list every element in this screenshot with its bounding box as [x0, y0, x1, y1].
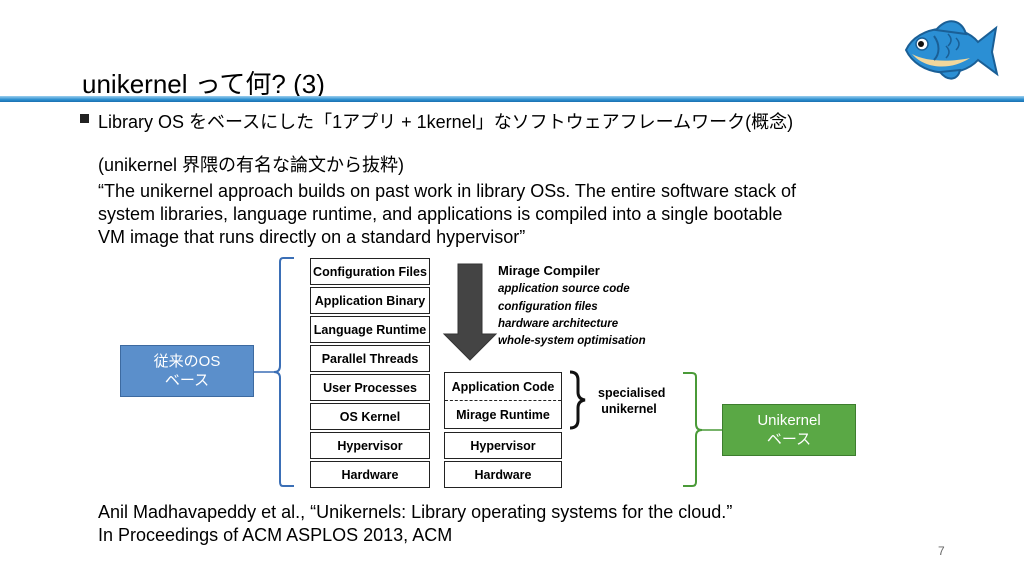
uni-layer-hardware: Hardware — [444, 461, 562, 488]
unikernel-app-block: Application Code Mirage Runtime — [444, 372, 562, 429]
traditional-os-callout-line-2: ベース — [164, 372, 210, 389]
trad-layer-hypervisor: Hypervisor — [310, 432, 430, 459]
trad-layer-application-binary: Application Binary — [310, 287, 430, 314]
title-divider — [0, 96, 1024, 102]
trad-layer-language-runtime: Language Runtime — [310, 316, 430, 343]
specialised-label-line-1: specialised — [598, 386, 666, 400]
traditional-os-callout: 従来のOS ベース — [120, 345, 254, 397]
quote-line-3: VM image that runs directly on a standar… — [98, 227, 526, 247]
fish-icon — [904, 20, 999, 80]
trad-layer-configuration-files: Configuration Files — [310, 258, 430, 285]
citation-line-1: Anil Madhavapeddy et al., “Unikernels: L… — [98, 502, 733, 522]
unikernel-callout-line-2: ベース — [766, 431, 812, 448]
traditional-os-callout-line-1: 従来のOS — [153, 353, 221, 370]
compiler-item-source-code: application source code — [498, 283, 630, 295]
unikernel-stack-bracket — [683, 372, 703, 487]
citation-line-2: In Proceedings of ACM ASPLOS 2013, ACM — [98, 525, 453, 545]
page-number: 7 — [938, 544, 945, 558]
unikernel-callout: Unikernel ベース — [722, 404, 856, 456]
uni-layer-application-code: Application Code — [451, 379, 555, 394]
trad-layer-user-processes: User Processes — [310, 374, 430, 401]
unikernel-callout-line-1: Unikernel — [757, 412, 821, 429]
trad-layer-parallel-threads: Parallel Threads — [310, 345, 430, 372]
bullet-text: Library OS をベースにした「1アプリ + 1kernel」なソフトウェ… — [98, 112, 794, 132]
compiler-item-config-files: configuration files — [498, 301, 598, 313]
uni-layer-mirage-runtime: Mirage Runtime — [445, 400, 561, 428]
trad-layer-os-kernel: OS Kernel — [310, 403, 430, 430]
trad-layer-hardware: Hardware — [310, 461, 430, 488]
slide-title: unikernel って何? (3) — [82, 69, 325, 99]
quote-line-1: “The unikernel approach builds on past w… — [98, 181, 797, 201]
compiler-item-optimisation: whole-system optimisation — [498, 335, 646, 347]
source-note: (unikernel 界隈の有名な論文から抜粋) — [98, 155, 405, 175]
traditional-stack-bracket — [273, 257, 294, 487]
compile-arrow-icon — [442, 263, 498, 361]
compiler-item-hardware-arch: hardware architecture — [498, 318, 619, 330]
specialised-curly-brace — [569, 370, 586, 430]
specialised-label-line-2: unikernel — [601, 402, 657, 416]
uni-layer-hypervisor: Hypervisor — [444, 432, 562, 459]
mirage-compiler-title: Mirage Compiler — [498, 263, 600, 278]
bullet-marker — [80, 114, 89, 123]
quote-line-2: system libraries, language runtime, and … — [98, 204, 783, 224]
